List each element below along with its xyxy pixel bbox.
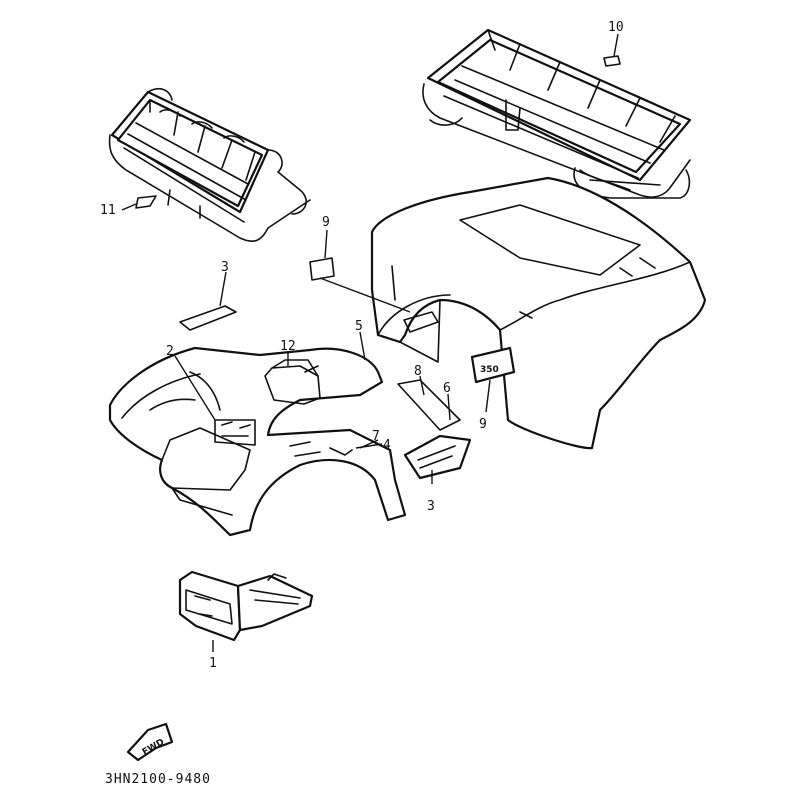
callout-3-upper: 3 xyxy=(221,260,229,275)
front-carrier-rack xyxy=(108,88,311,242)
callout-5: 5 xyxy=(355,319,363,334)
clip-11 xyxy=(135,195,157,209)
emblem-text: 350 xyxy=(480,365,499,375)
callout-3-lower: 3 xyxy=(427,499,435,514)
rear-fender xyxy=(370,176,707,450)
rear-carrier-rack xyxy=(422,28,692,199)
callout-9-upper: 9 xyxy=(322,215,330,230)
diagram-part-code: 3HN2100-9480 xyxy=(105,772,211,787)
callout-4: 4 xyxy=(383,438,391,453)
callout-6: 6 xyxy=(443,381,451,396)
callout-12: 12 xyxy=(280,339,296,354)
front-panel-component xyxy=(178,570,314,642)
leader-lines xyxy=(121,33,619,652)
decal-8-6 xyxy=(397,379,461,431)
callouts: 1 2 3 3 4 5 6 7 8 9 9 10 11 12 xyxy=(100,20,624,671)
front-fender xyxy=(108,346,407,537)
emblem-plate: 350 xyxy=(470,346,516,384)
callout-7: 7 xyxy=(372,429,380,444)
callout-2: 2 xyxy=(166,344,174,359)
callout-1: 1 xyxy=(209,656,217,671)
decal-3-lower xyxy=(403,434,472,480)
decal-9-upper xyxy=(309,257,335,281)
callout-11: 11 xyxy=(100,203,116,218)
decal-3-upper xyxy=(179,305,237,331)
clip-10 xyxy=(603,55,621,67)
fwd-direction-arrow: FWD xyxy=(126,722,174,762)
callout-9-lower: 9 xyxy=(479,417,487,432)
callout-10: 10 xyxy=(608,20,624,35)
callout-8: 8 xyxy=(414,364,422,379)
